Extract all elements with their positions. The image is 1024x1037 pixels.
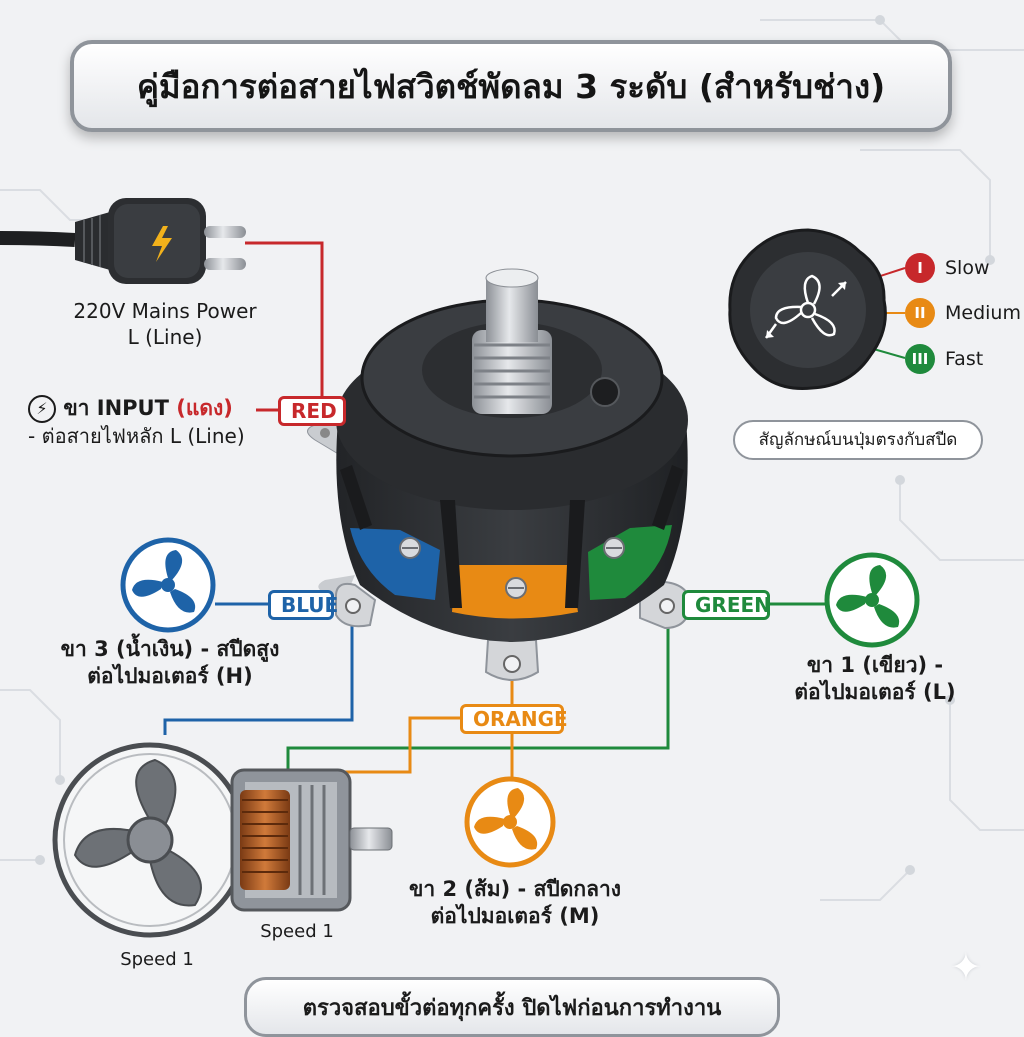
green-label-line2: ต่อไปมอเตอร์ (L)	[794, 680, 956, 705]
speed-symbol: II	[905, 298, 935, 328]
motor-label-a: Speed 1	[120, 949, 194, 970]
fan-icon-blue	[120, 537, 216, 633]
fan-icon-green	[824, 552, 920, 648]
blue-label-line1: ขา 3 (น้ำเงิน) - สปีดสูง	[60, 637, 280, 661]
speed-row-fast: III Fast	[905, 344, 983, 374]
orange-label-line1: ขา 2 (ส้ม) - สปีดกลาง	[409, 877, 621, 901]
green-label-line1: ขา 1 (เขียว) -	[806, 653, 944, 677]
tag-blue: BLUE	[268, 590, 338, 620]
sparkle-icon: ✦	[950, 945, 982, 989]
input-terminal-label: ⚡ ขา INPUT (แดง) - ต่อสายไฟหลัก L (Line)	[28, 395, 260, 449]
knob-caption: สัญลักษณ์บนปุ่มตรงกับสปีด	[733, 420, 983, 460]
orange-label-line2: ต่อไปมอเตอร์ (M)	[430, 904, 600, 929]
input-label-prefix: ขา INPUT	[63, 396, 177, 420]
speed-row-medium: II Medium	[905, 298, 1021, 328]
green-terminal-label: ขา 1 (เขียว) - ต่อไปมอเตอร์ (L)	[770, 652, 980, 707]
speed-knob	[728, 228, 887, 391]
title-banner: คู่มือการต่อสายไฟสวิตช์พัดลม 3 ระดับ (สำ…	[70, 40, 952, 132]
input-label-color: (แดง)	[176, 396, 233, 420]
page-title: คู่มือการต่อสายไฟสวิตช์พัดลม 3 ระดับ (สำ…	[136, 66, 886, 106]
blue-terminal-label: ขา 3 (น้ำเงิน) - สปีดสูง ต่อไปมอเตอร์ (H…	[20, 636, 320, 691]
fan-icon-orange	[464, 776, 556, 868]
tag-green: GREEN	[682, 590, 771, 620]
safety-footer: ตรวจสอบขั้วต่อทุกครั้ง ปิดไฟก่อนการทำงาน	[244, 977, 780, 1037]
speed-row-slow: I Slow	[905, 253, 990, 283]
speed-name: Fast	[945, 348, 984, 370]
speed-symbol: I	[905, 253, 935, 283]
tag-red: RED	[278, 396, 346, 426]
power-label-line1: 220V Mains Power	[73, 299, 257, 323]
speed-symbol: III	[905, 344, 935, 374]
power-label: 220V Mains Power L (Line)	[40, 298, 290, 350]
speed-name: Medium	[945, 302, 1021, 324]
rotary-switch	[307, 268, 692, 681]
speed-name: Slow	[945, 257, 990, 279]
footer-text: ตรวจสอบขั้วต่อทุกครั้ง ปิดไฟก่อนการทำงาน	[302, 996, 722, 1021]
lightning-circle-icon: ⚡	[28, 395, 56, 423]
input-label-sub: - ต่อสายไฟหลัก L (Line)	[28, 424, 245, 448]
lightning-icon	[152, 226, 172, 262]
power-plug	[0, 198, 246, 284]
orange-terminal-label: ขา 2 (ส้ม) - สปีดกลาง ต่อไปมอเตอร์ (M)	[370, 876, 660, 931]
power-label-line2: L (Line)	[127, 325, 203, 349]
blue-label-line2: ต่อไปมอเตอร์ (H)	[87, 664, 253, 689]
fan-motor	[52, 742, 393, 938]
tag-orange: ORANGE	[460, 704, 568, 734]
motor-label-b: Speed 1	[260, 921, 334, 942]
